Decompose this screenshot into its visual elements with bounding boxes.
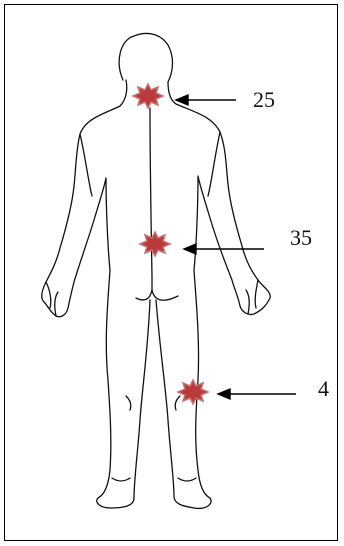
count-label-knee: 4	[318, 378, 329, 400]
buttocks-line	[136, 290, 178, 300]
left-side-outline	[42, 80, 150, 508]
right-side-outline	[156, 82, 270, 508]
head-outline	[119, 33, 172, 82]
marker-lower-back	[140, 232, 170, 256]
count-label-neck: 25	[253, 89, 275, 111]
marker-neck	[133, 84, 163, 108]
marker-knee	[178, 380, 208, 404]
count-label-lower-back: 35	[290, 227, 312, 249]
pain-markers	[133, 84, 208, 404]
